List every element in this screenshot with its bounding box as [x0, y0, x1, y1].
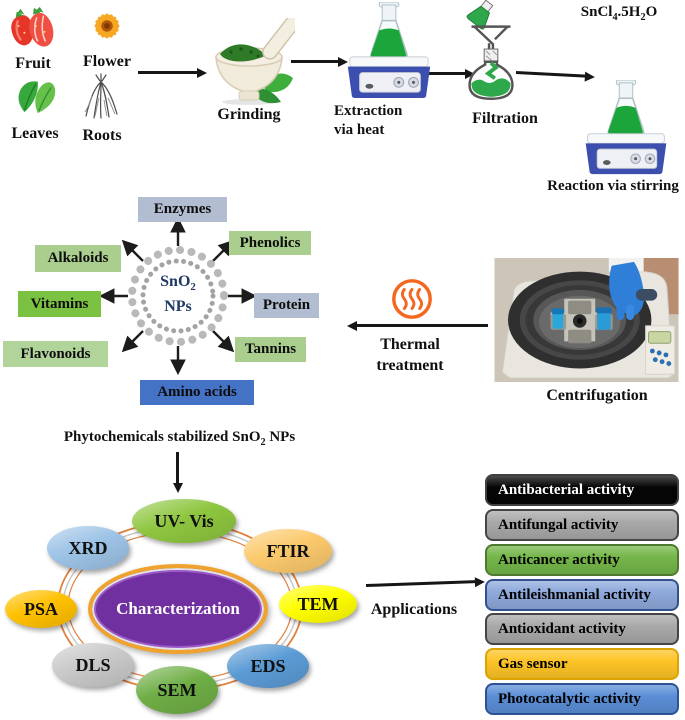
- arrow-sources-to-grinding: [138, 71, 198, 74]
- applications-label: Applications: [370, 601, 458, 618]
- phytochemical-flavonoids: Flavonoids: [3, 341, 108, 367]
- step-label-extraction-line2: via heat: [334, 122, 385, 138]
- characterization-center: Characterization: [88, 564, 268, 654]
- application-anticancer: Anticancer activity: [485, 544, 679, 576]
- application-antioxidant: Antioxidant activity: [485, 613, 679, 645]
- stabilized-nps-caption: Phytochemicals stabilized SnO2 NPs: [63, 429, 296, 448]
- thermal-treatment-label-line1: Thermal: [380, 336, 440, 353]
- sno2-nps-core-label: SnO2 NPs: [160, 273, 196, 316]
- source-label-fruit: Fruit: [15, 55, 51, 72]
- leaves-illustration: [18, 81, 56, 114]
- technique-uv-vis: UV- Vis: [132, 499, 236, 543]
- application-photocatalytic: Photocatalytic activity: [485, 683, 679, 715]
- centrifugation-label: Centrifugation: [546, 387, 648, 404]
- phytochemical-amino-acids: Amino acids: [140, 380, 254, 405]
- filtration-illustration: [466, 0, 514, 100]
- application-antileishmanial: Antileishmanial activity: [485, 579, 679, 611]
- technique-tem: TEM: [279, 585, 357, 623]
- technique-eds: EDS: [227, 644, 309, 688]
- source-label-roots: Roots: [82, 127, 122, 144]
- hotplate-extraction-illustration: [347, 2, 431, 99]
- flower-illustration: [94, 13, 120, 39]
- step-label-extraction-line1: Extraction: [334, 103, 403, 119]
- sno2-micelle-illustration: [98, 216, 258, 376]
- phytochemical-alkaloids: Alkaloids: [35, 245, 121, 272]
- phytochemical-vitamins: Vitamins: [18, 291, 101, 317]
- step-label-grinding: Grinding: [217, 106, 281, 123]
- reagent-label: SnCl4.5H2O: [580, 4, 658, 23]
- technique-ftir: FTIR: [244, 529, 332, 573]
- source-label-flower: Flower: [83, 53, 131, 70]
- strawberry-illustration: [11, 6, 54, 47]
- arrow-characterization-to-applications: [365, 580, 476, 587]
- arrow-caption-to-characterization: [176, 452, 179, 484]
- roots-illustration: [84, 73, 118, 119]
- phytochemical-phenolics: Phenolics: [229, 231, 311, 255]
- application-gas-sensor: Gas sensor: [485, 648, 679, 680]
- step-label-reaction: Reaction via stirring: [547, 178, 679, 194]
- centrifuge-photo: [494, 258, 679, 382]
- step-label-filtration: Filtration: [472, 110, 538, 127]
- phytochemical-enzymes: Enzymes: [138, 197, 227, 222]
- heat-icon: [392, 279, 432, 319]
- technique-psa: PSA: [5, 590, 77, 628]
- arrow-extraction-to-filtration: [424, 72, 466, 75]
- thermal-treatment-label-line2: treatment: [376, 357, 444, 374]
- source-label-leaves: Leaves: [11, 125, 59, 142]
- mortar-pestle-illustration: [215, 18, 295, 105]
- technique-sem: SEM: [136, 666, 218, 714]
- phytochemical-tannins: Tannins: [235, 337, 306, 362]
- technique-xrd: XRD: [47, 526, 129, 570]
- phytochemical-protein: Protein: [254, 293, 319, 318]
- arrow-centrifugation-to-thermal: [356, 324, 488, 327]
- technique-dls: DLS: [52, 643, 134, 687]
- application-antifungal: Antifungal activity: [485, 509, 679, 541]
- arrow-grinding-to-extraction: [291, 60, 339, 63]
- hotplate-reaction-illustration: [585, 80, 667, 175]
- application-antibacterial: Antibacterial activity: [485, 474, 679, 506]
